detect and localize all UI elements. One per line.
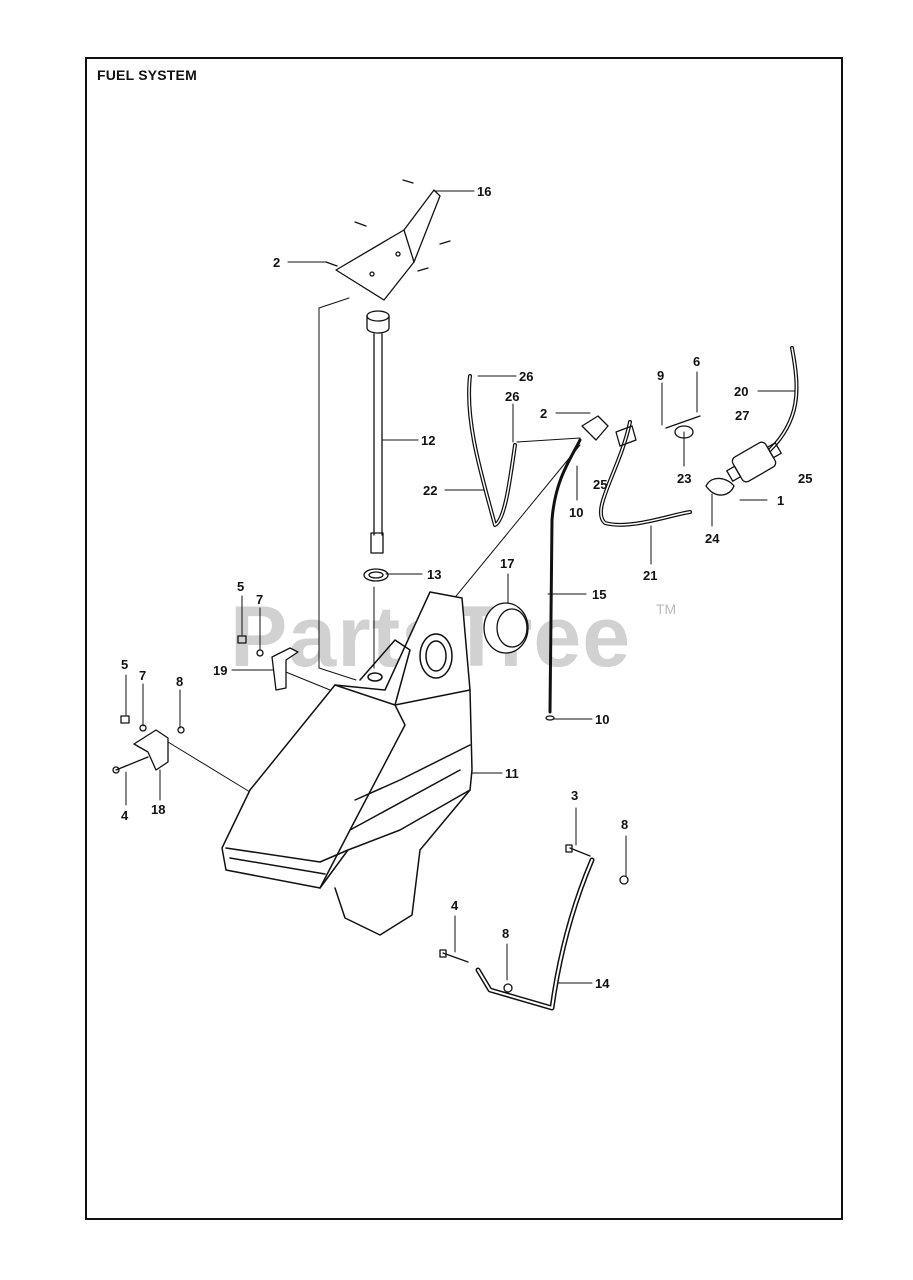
leader-lines	[125, 190, 796, 984]
diagram-frame	[85, 57, 843, 1220]
callout-19: 19	[213, 663, 228, 678]
callout-24: 24	[705, 531, 720, 546]
callout-6: 6	[693, 354, 701, 369]
fuel-gauge-12	[366, 310, 390, 554]
callout-12: 12	[421, 433, 436, 448]
callout-3: 3	[571, 788, 579, 803]
callout-11: 11	[505, 766, 519, 781]
callout-23: 23	[677, 471, 692, 486]
callout-21: 21	[643, 568, 658, 583]
callout-5: 5	[237, 579, 245, 594]
bolts-3-4-8-bar	[439, 844, 629, 993]
callout-8: 8	[176, 674, 184, 689]
callout-25: 25	[798, 471, 813, 486]
fuel-tank-bracket-16	[335, 189, 441, 301]
grommet-13	[363, 568, 389, 582]
callout-26: 26	[519, 369, 534, 384]
callout-16: 16	[477, 184, 492, 199]
callout-17: 17	[500, 556, 515, 571]
screws-2	[325, 179, 451, 272]
pickup-tube-15	[548, 438, 582, 714]
callout-10: 10	[595, 712, 610, 727]
callout-8: 8	[621, 817, 629, 832]
callout-5: 5	[121, 657, 129, 672]
support-bar-14	[475, 857, 595, 1011]
callout-14: 14	[595, 976, 610, 991]
callout-4: 4	[121, 808, 129, 823]
callout-7: 7	[139, 668, 147, 683]
callout-27: 27	[735, 408, 750, 423]
fuel-cap-17	[483, 602, 529, 654]
callout-4: 4	[451, 898, 459, 913]
callout-20: 20	[734, 384, 749, 399]
callout-2: 2	[540, 406, 548, 421]
callout-18: 18	[151, 802, 166, 817]
callout-15: 15	[592, 587, 607, 602]
callout-10: 10	[569, 505, 584, 520]
callout-26: 26	[505, 389, 520, 404]
bracket-18	[133, 729, 169, 771]
callout-8: 8	[502, 926, 510, 941]
callout-22: 22	[423, 483, 438, 498]
callout-1: 1	[777, 493, 785, 508]
valve-23	[665, 415, 701, 439]
bracket-2	[581, 415, 637, 447]
callout-2: 2	[273, 255, 281, 270]
bracket-19	[271, 647, 299, 691]
fuel-tank-11	[221, 591, 473, 936]
callout-9: 9	[657, 368, 665, 383]
callout-7: 7	[256, 592, 264, 607]
bolt-4-5-7-8-left	[112, 715, 185, 774]
diagram-title: FUEL SYSTEM	[97, 67, 197, 83]
bolt-5-7-upper	[237, 635, 264, 657]
callout-13: 13	[427, 567, 442, 582]
watermark-tm: TM	[656, 601, 677, 617]
callout-25: 25	[593, 477, 608, 492]
fuel-filter-27	[726, 441, 782, 483]
clip-24	[705, 477, 735, 496]
